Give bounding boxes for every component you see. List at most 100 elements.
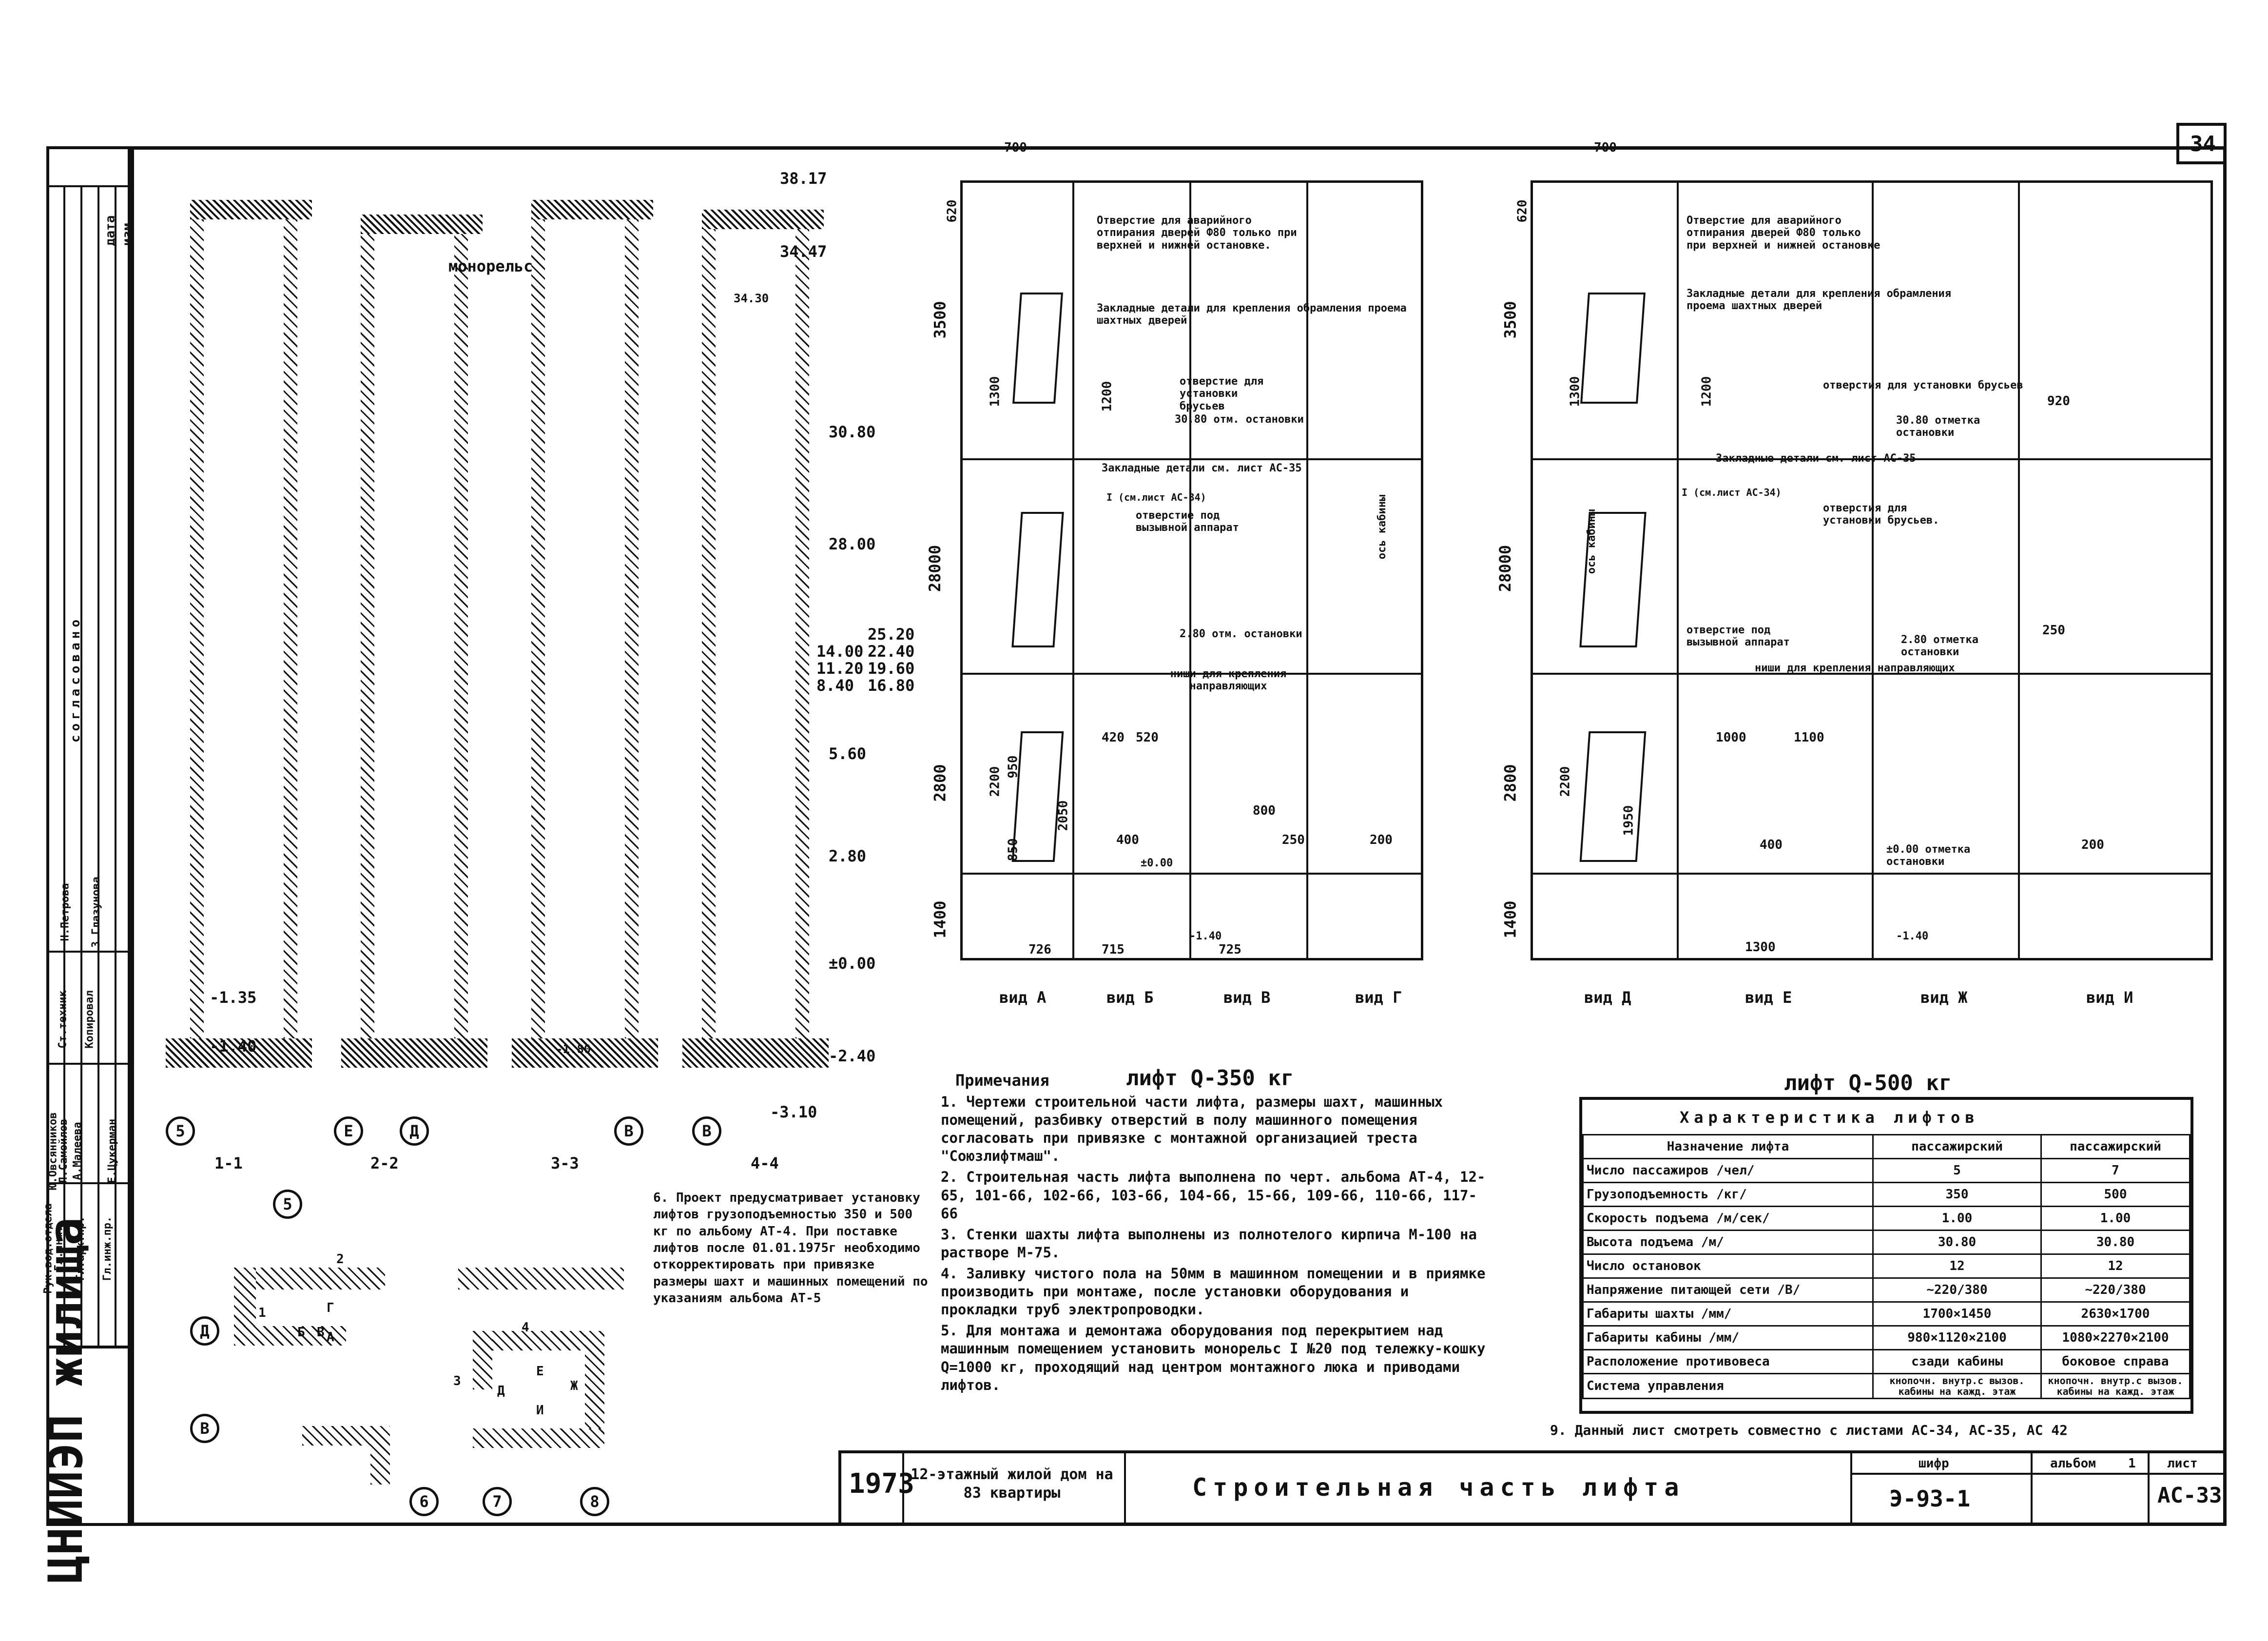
level-34-47: 34.47 (780, 242, 827, 261)
lift500-note-3080: 30.80 отметка остановки (1896, 414, 1980, 439)
table-cell: 500 (2040, 1182, 2190, 1207)
lift500-dim-28000: 28000 (1496, 545, 1515, 592)
lift350-dim-620: 620 (945, 199, 960, 223)
key-axis-8: 8 (580, 1487, 609, 1516)
level-minus-3-10: -3.10 (770, 1103, 817, 1121)
lift350-dim-700: 700 (1004, 140, 1027, 155)
lift350-note-280: 2.80 отм. остановки (1180, 628, 1302, 640)
lift500-note-140: -1.40 (1896, 930, 1929, 942)
key-mark-d: Д (497, 1384, 505, 1398)
table-cell: ~220/380 (2040, 1277, 2190, 1303)
album-number: 1 (2128, 1456, 2136, 1471)
lift350-dim-715: 715 (1102, 942, 1124, 957)
view-a: вид А (999, 988, 1047, 1007)
table-cell: Габариты кабины /мм/ (1582, 1325, 1874, 1350)
note-2: 2. Строительная часть лифта выполнена по… (941, 1169, 1486, 1222)
table-cell: 30.80 (1872, 1230, 2042, 1255)
level-14-00: 14.00 (816, 642, 864, 661)
level-minus-1-35: -1.35 (210, 988, 257, 1007)
table-header-cell: пассажирский (1872, 1134, 2042, 1159)
key-mark-b: Б (297, 1325, 305, 1340)
level-minus-2-40: -2.40 (829, 1047, 876, 1065)
lift500-note-axis: ось кабины (1586, 509, 1598, 574)
section-label-4: 4-4 (751, 1154, 779, 1172)
lift-350-views: 700 620 3500 28000 2800 1400 1300 1200 4… (911, 132, 1443, 1107)
lift500-dim-1300-bottom: 1300 (1745, 940, 1776, 955)
table-cell: 980×1120×2100 (1872, 1325, 2042, 1350)
lift500-dim-400: 400 (1760, 838, 1783, 852)
lift500-note-holes2: отверстия для установки брусьев. (1823, 502, 1939, 527)
table-cell: кнопочн. внутр.с вызов. кабины на кажд. … (1872, 1373, 2042, 1399)
key-axis-7: 7 (483, 1487, 512, 1516)
key-axis-v: В (190, 1414, 219, 1443)
name-2: Л.Самойлов (58, 1118, 70, 1184)
role-6: Гл.инж.пр. (101, 1216, 114, 1281)
table-cell: Габариты шахты /мм/ (1582, 1301, 1874, 1327)
cipher: Э-93-1 (1889, 1485, 1971, 1512)
key-mark-4: 4 (522, 1320, 529, 1335)
title-block: 1973 12-этажный жилой дом на 83 квартиры… (838, 1450, 2227, 1526)
table-cell: 1.00 (1872, 1206, 2042, 1231)
table-cell: боковое справа (2040, 1349, 2190, 1374)
lift500-dim-1000: 1000 (1716, 730, 1746, 745)
lift500-dim-1950: 1950 (1621, 805, 1636, 836)
lift350-note-niches: ниши для крепления направляющих (1170, 668, 1287, 693)
lift350-note-axis: ось кабины (1376, 494, 1389, 560)
level-16-80: 16.80 (868, 676, 915, 695)
name-6: Е.Цукерман (106, 1118, 119, 1184)
table-cell: 5 (1872, 1158, 2042, 1183)
axis-d-section: Д (400, 1116, 429, 1146)
level-25-20: 25.20 (868, 625, 915, 644)
name-4: Н.Петрова (59, 883, 72, 941)
lift350-note-140: -1.40 (1189, 930, 1222, 942)
axis-e-section: Е (334, 1116, 363, 1146)
characteristics-table-box: Характеристика лифтов Назначение лифта п… (1579, 1097, 2193, 1414)
view-zh: вид Ж (1920, 988, 1968, 1007)
table-cell: 350 (1872, 1182, 2042, 1207)
project-name: 12-этажный жилой дом на 83 квартиры (911, 1466, 1113, 1502)
view-d: вид Д (1584, 988, 1631, 1007)
sheet-number: 34 (2190, 132, 2216, 156)
lift350-dim-726: 726 (1028, 942, 1051, 957)
drawing-title: Строительная часть лифта (1192, 1473, 1685, 1502)
table-cell: 12 (1872, 1253, 2042, 1279)
monorail-label: монорельс (448, 257, 533, 275)
level-28-00: 28.00 (829, 535, 876, 553)
key-mark-i: И (536, 1403, 544, 1418)
lift350-dim-2200: 2200 (988, 766, 1003, 797)
name-5: З.Глазунова (90, 877, 102, 948)
lift500-dim-200: 200 (2081, 838, 2104, 852)
lift350-dim-400: 400 (1116, 833, 1139, 847)
sheet-number-box: 34 (2176, 123, 2227, 164)
note-4: 4. Заливку чистого пола на 50мм в машинн… (941, 1265, 1486, 1318)
table-cell: 2630×1700 (2040, 1301, 2190, 1327)
level-minus-1-80: -1.80 (556, 1042, 591, 1056)
lift500-dim-2200: 2200 (1558, 766, 1573, 797)
key-mark-zh: Ж (570, 1379, 578, 1393)
key-axis-5: 5 (273, 1190, 302, 1219)
note-1: 1. Чертежи строительной части лифта, раз… (941, 1094, 1443, 1165)
section-label-3: 3-3 (551, 1154, 579, 1172)
table-cell: сзади кабины (1872, 1349, 2042, 1374)
org-name: ЦНИИЭП жилища (39, 1217, 93, 1583)
notes-heading: Примечания (955, 1071, 1049, 1090)
sheet-label: лист (2167, 1456, 2198, 1471)
level-38-17: 38.17 (780, 169, 827, 188)
level-2-80: 2.80 (829, 847, 867, 865)
key-mark-3: 3 (453, 1374, 461, 1388)
table-cell: Число пассажиров /чел/ (1582, 1158, 1874, 1183)
change-label: изм. (120, 215, 135, 246)
lift350-dim-420: 420 (1102, 730, 1124, 745)
table-cell: кнопочн. внутр.с вызов. кабины на кажд. … (2040, 1373, 2190, 1399)
role-5: Копировал (83, 990, 96, 1049)
table-cell: 12 (2040, 1253, 2190, 1279)
table-cell: Напряжение питающей сети /В/ (1582, 1277, 1874, 1303)
table-cell: Грузоподъемность /кг/ (1582, 1182, 1874, 1207)
table-cell: Число остановок (1582, 1253, 1874, 1279)
